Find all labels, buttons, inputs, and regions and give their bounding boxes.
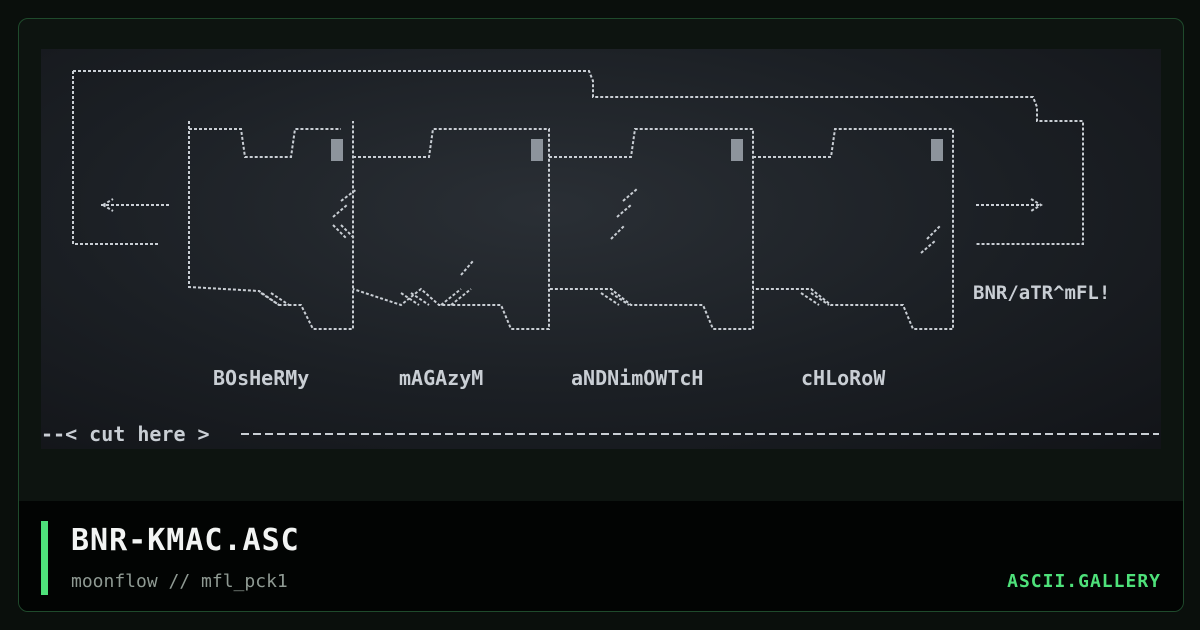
art-label-1: BOsHeRMy <box>213 366 309 390</box>
art-label-2: mAGAzyM <box>399 366 483 390</box>
ascii-art: BOsHeRMy mAGAzyM aNDNimOWTcH cHLoRoW BNR… <box>41 70 1159 446</box>
cut-line-label: --< cut here > <box>41 422 210 446</box>
ascii-art-panel: BOsHeRMy mAGAzyM aNDNimOWTcH cHLoRoW BNR… <box>41 49 1161 449</box>
gallery-card: BOsHeRMy mAGAzyM aNDNimOWTcH cHLoRoW BNR… <box>18 18 1184 612</box>
art-label-3: aNDNimOWTcH <box>571 366 703 390</box>
file-title: BNR-KMAC.ASC <box>71 523 300 558</box>
author-pack: moonflow // mfl_pck1 <box>71 571 288 592</box>
site-name[interactable]: ASCII.GALLERY <box>1007 571 1161 592</box>
accent-bar <box>41 521 48 595</box>
art-label-4: cHLoRoW <box>801 366 886 390</box>
art-tag: BNR/aTR^mFL! <box>973 282 1110 304</box>
footer-bar: BNR-KMAC.ASC moonflow // mfl_pck1 ASCII.… <box>19 501 1183 611</box>
